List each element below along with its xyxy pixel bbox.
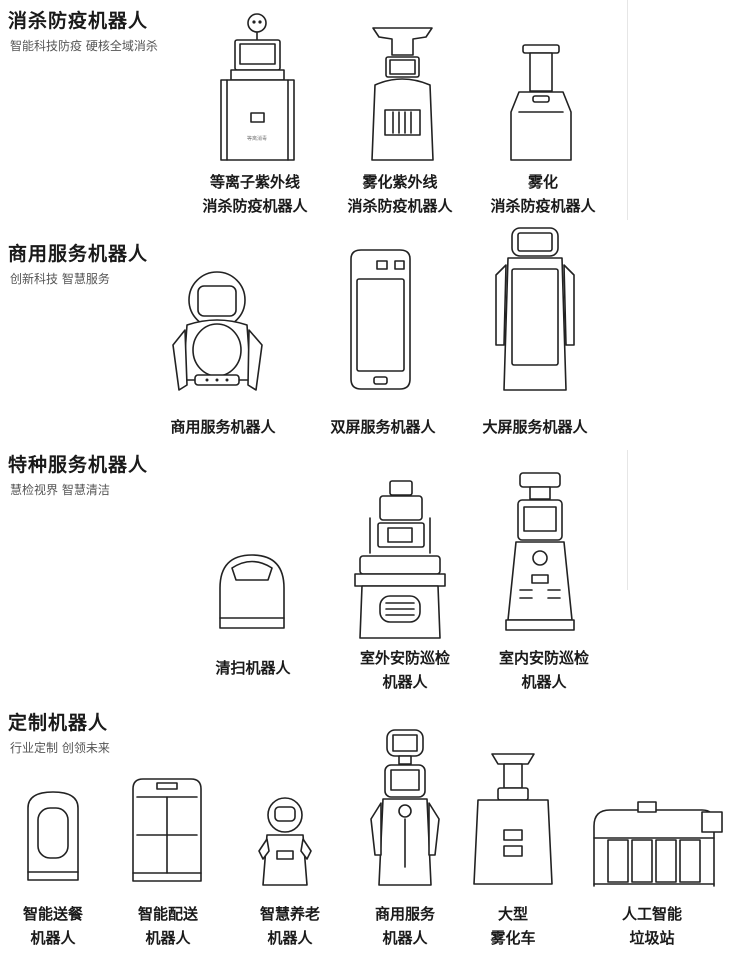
- caption-line: 垃圾站: [629, 929, 675, 947]
- item-caption: 室内安防巡检 机器人: [474, 646, 614, 694]
- caption-line: 清扫机器人: [215, 659, 291, 677]
- elderly-care-robot-image: [255, 795, 315, 888]
- atomization-robot-image: [505, 42, 577, 162]
- caption-line: 商用服务: [374, 905, 435, 923]
- distribution-robot-image: [127, 775, 207, 888]
- indoor-patrol-robot-image: [500, 470, 580, 635]
- caption-line: 机器人: [382, 929, 428, 947]
- divider: [627, 450, 628, 590]
- item-caption: 室外安防巡检 机器人: [335, 646, 475, 694]
- caption-line: 雾化: [527, 173, 558, 191]
- caption-line: 智能送餐: [22, 905, 83, 923]
- commercial-service-robot-image: [165, 270, 270, 395]
- item-caption: 双屏服务机器人: [313, 415, 453, 439]
- item-caption: 智能配送 机器人: [98, 902, 238, 950]
- item-caption: 清扫机器人: [183, 656, 323, 680]
- caption-line: 机器人: [30, 929, 76, 947]
- item-caption: 智能送餐 机器人: [0, 902, 123, 950]
- outdoor-patrol-robot-image: [350, 478, 450, 643]
- cleaning-robot-image: [212, 550, 292, 635]
- item-caption: 人工智能 垃圾站: [582, 902, 722, 950]
- caption-line: 人工智能: [621, 905, 682, 923]
- fogging-vehicle-image: [468, 750, 558, 887]
- section-title-special: 特种服务机器人: [8, 454, 149, 476]
- caption-line: 商用服务机器人: [170, 418, 276, 436]
- section-title-custom: 定制机器人: [8, 712, 109, 734]
- atomization-uv-robot-image: [365, 25, 440, 163]
- big-screen-robot-image: [490, 225, 580, 395]
- custom-commercial-robot-image: [365, 727, 445, 887]
- item-caption: 等离子紫外线 消杀防疫机器人: [185, 170, 325, 218]
- caption-line: 机器人: [521, 673, 567, 691]
- dual-screen-robot-image: [343, 247, 418, 392]
- robot-logo-text: 等离消毒: [247, 135, 267, 142]
- caption-line: 大型: [497, 905, 528, 923]
- section-subtitle-special: 慧检视界 智慧清洁: [10, 483, 110, 497]
- caption-line: 室内安防巡检: [498, 649, 589, 667]
- caption-line: 机器人: [382, 673, 428, 691]
- section-subtitle-commercial: 创新科技 智慧服务: [10, 272, 110, 286]
- section-subtitle-custom: 行业定制 创领未来: [10, 741, 110, 755]
- caption-line: 消杀防疫机器人: [490, 197, 596, 215]
- caption-line: 大屏服务机器人: [482, 418, 588, 436]
- caption-line: 智能配送: [137, 905, 198, 923]
- caption-line: 雾化紫外线: [362, 173, 438, 191]
- item-caption: 商用服务机器人: [153, 415, 293, 439]
- section-title-disinfection: 消杀防疫机器人: [8, 10, 149, 32]
- caption-line: 雾化车: [490, 929, 536, 947]
- divider: [627, 0, 628, 220]
- item-caption: 商用服务 机器人: [335, 902, 475, 950]
- item-caption: 雾化紫外线 消杀防疫机器人: [330, 170, 470, 218]
- caption-line: 机器人: [267, 929, 313, 947]
- plasma-uv-robot-image: 等离消毒: [215, 8, 300, 163]
- caption-line: 智慧养老: [259, 905, 320, 923]
- item-caption: 雾化 消杀防疫机器人: [473, 170, 613, 218]
- section-title-commercial: 商用服务机器人: [8, 243, 149, 265]
- item-caption: 大型 雾化车: [443, 902, 583, 950]
- caption-line: 消杀防疫机器人: [347, 197, 453, 215]
- caption-line: 等离子紫外线: [209, 173, 300, 191]
- caption-line: 消杀防疫机器人: [202, 197, 308, 215]
- item-caption: 大屏服务机器人: [465, 415, 605, 439]
- ai-garbage-station-image: [590, 798, 725, 890]
- item-caption: 智慧养老 机器人: [220, 902, 360, 950]
- caption-line: 机器人: [145, 929, 191, 947]
- food-delivery-robot-image: [22, 788, 84, 888]
- caption-line: 室外安防巡检: [359, 649, 450, 667]
- section-subtitle-disinfection: 智能科技防疫 硬核全域消杀: [10, 39, 158, 53]
- caption-line: 双屏服务机器人: [330, 418, 436, 436]
